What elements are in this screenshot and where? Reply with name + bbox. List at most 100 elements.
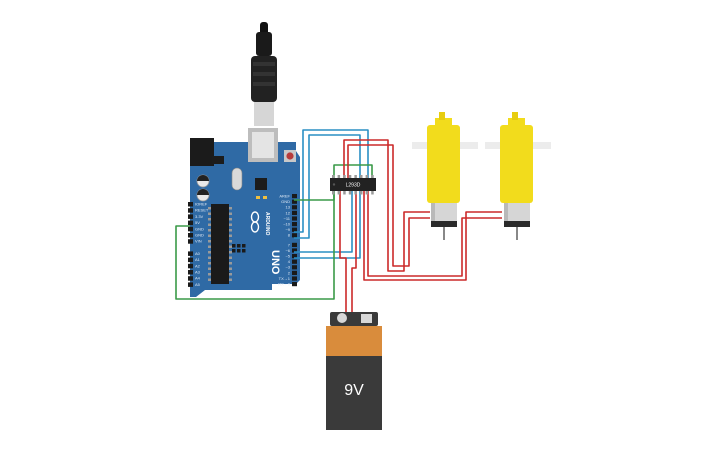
header-pin[interactable]: [188, 282, 193, 287]
chip-pin[interactable]: [229, 262, 232, 265]
signal-wire[interactable]: [294, 191, 361, 259]
driver-pin[interactable]: [365, 191, 369, 195]
enable-wire[interactable]: [294, 164, 373, 201]
icsp-pin[interactable]: [242, 244, 246, 248]
chip-pin[interactable]: [208, 278, 211, 282]
header-pin[interactable]: [292, 276, 297, 281]
header-pin[interactable]: [292, 210, 297, 215]
header-pin[interactable]: [188, 233, 193, 238]
header-pin[interactable]: [292, 242, 297, 247]
chip-pin[interactable]: [229, 251, 232, 254]
driver-pin[interactable]: [354, 191, 357, 195]
chip-pin[interactable]: [208, 218, 211, 221]
chip-pin[interactable]: [208, 245, 211, 249]
header-pin[interactable]: [292, 270, 297, 275]
dc-motor-right[interactable]: [485, 112, 551, 240]
icsp-pin[interactable]: [221, 272, 225, 276]
header-pin[interactable]: [292, 205, 297, 210]
motor-wire[interactable]: [347, 144, 430, 267]
icsp-pin[interactable]: [242, 249, 246, 253]
icsp-pin[interactable]: [226, 272, 230, 276]
header-pin[interactable]: [292, 254, 297, 259]
chip-pin[interactable]: [208, 223, 211, 227]
driver-pin[interactable]: [348, 175, 352, 179]
driver-pin[interactable]: [371, 191, 374, 195]
header-pin[interactable]: [188, 220, 193, 226]
chip-pin[interactable]: [229, 278, 232, 282]
dc-motor-left[interactable]: [412, 112, 478, 240]
chip-pin[interactable]: [208, 234, 211, 238]
driver-pin[interactable]: [337, 191, 341, 195]
header-pin[interactable]: [292, 248, 297, 253]
header-pin[interactable]: [188, 214, 193, 219]
chip-pin[interactable]: [229, 273, 232, 276]
chip-pin[interactable]: [208, 212, 211, 216]
digital-pin-header[interactable]: [292, 194, 297, 287]
arduino-uno-board[interactable]: ARDUINO UNO AREFGND1312~11~10~987~6~54~3…: [188, 128, 300, 297]
enable-wire[interactable]: [175, 191, 335, 300]
header-pin[interactable]: [188, 239, 193, 244]
signal-wire[interactable]: [294, 134, 361, 239]
chip-pin[interactable]: [229, 256, 232, 260]
header-pin[interactable]: [292, 199, 297, 204]
icsp-pin[interactable]: [232, 249, 236, 253]
header-pin[interactable]: [292, 233, 297, 238]
driver-pin[interactable]: [354, 175, 357, 179]
driver-pin[interactable]: [348, 191, 352, 195]
driver-pin[interactable]: [332, 191, 335, 195]
driver-pin[interactable]: [337, 175, 341, 179]
chip-pin[interactable]: [229, 218, 232, 221]
motor-wire[interactable]: [363, 191, 502, 281]
header-pin[interactable]: [292, 222, 297, 227]
driver-pin[interactable]: [365, 175, 369, 179]
chip-pin[interactable]: [208, 256, 211, 260]
power-analog-header[interactable]: [188, 202, 193, 287]
header-pin[interactable]: [188, 257, 193, 263]
header-pin[interactable]: [188, 202, 193, 207]
usb-cable[interactable]: [251, 22, 277, 126]
driver-pin[interactable]: [343, 191, 346, 195]
header-pin[interactable]: [188, 226, 193, 232]
chip-pin[interactable]: [229, 223, 232, 227]
header-pin[interactable]: [188, 208, 193, 213]
chip-pin[interactable]: [229, 207, 232, 210]
motor-wire[interactable]: [367, 191, 502, 277]
header-pin[interactable]: [292, 227, 297, 232]
header-pin[interactable]: [188, 251, 193, 256]
icsp-pin[interactable]: [232, 244, 236, 248]
chip-pin[interactable]: [229, 267, 232, 271]
l293d-driver-chip[interactable]: L293D: [330, 175, 376, 195]
icsp-pin[interactable]: [216, 272, 220, 276]
driver-pin[interactable]: [360, 175, 363, 179]
driver-pin[interactable]: [332, 175, 335, 179]
signal-wire[interactable]: [294, 191, 353, 253]
chip-pin[interactable]: [208, 267, 211, 271]
chip-pin[interactable]: [208, 273, 211, 276]
header-pin[interactable]: [188, 270, 193, 275]
icsp-pin[interactable]: [237, 249, 241, 253]
chip-pin[interactable]: [229, 245, 232, 249]
driver-pin[interactable]: [343, 175, 346, 179]
icsp-pin[interactable]: [237, 244, 241, 248]
driver-pin[interactable]: [360, 191, 363, 195]
chip-pin[interactable]: [229, 234, 232, 238]
header-pin[interactable]: [292, 194, 297, 199]
battery-9v[interactable]: 9V: [326, 312, 382, 430]
chip-pin[interactable]: [208, 251, 211, 254]
chip-pin[interactable]: [208, 240, 211, 243]
motor-wire[interactable]: [343, 139, 430, 272]
header-pin[interactable]: [188, 276, 193, 281]
signal-wire[interactable]: [294, 129, 369, 233]
header-pin[interactable]: [188, 263, 193, 269]
battery-wire[interactable]: [339, 191, 347, 312]
chip-pin[interactable]: [208, 207, 211, 210]
header-pin[interactable]: [292, 216, 297, 221]
chip-pin[interactable]: [208, 229, 211, 232]
header-pin[interactable]: [292, 282, 297, 287]
chip-pin[interactable]: [208, 262, 211, 265]
driver-pin[interactable]: [371, 175, 374, 179]
chip-pin[interactable]: [229, 240, 232, 243]
battery-wire[interactable]: [351, 191, 357, 312]
chip-pin[interactable]: [229, 229, 232, 232]
header-pin[interactable]: [292, 259, 297, 264]
